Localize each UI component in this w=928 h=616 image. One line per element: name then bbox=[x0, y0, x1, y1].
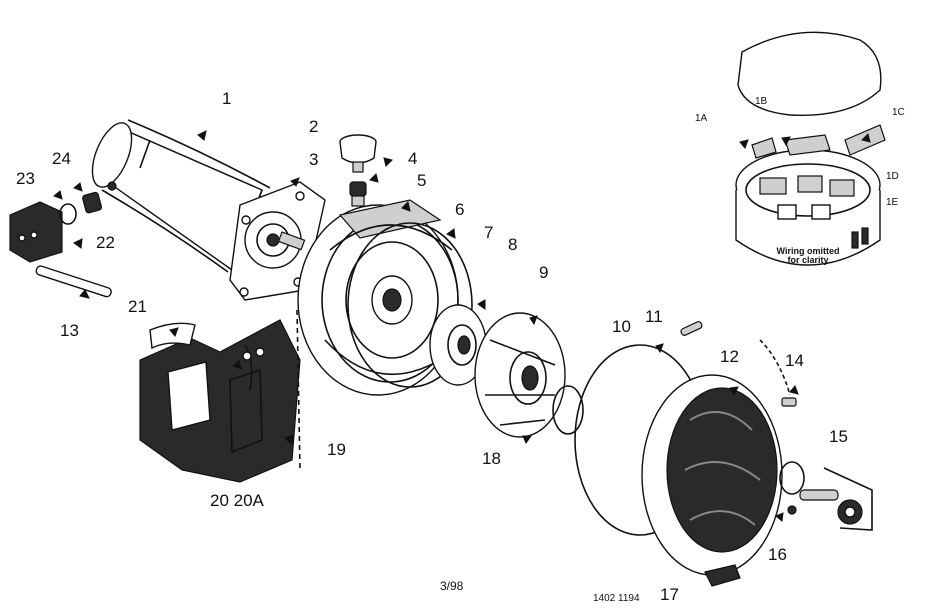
motor-base bbox=[139, 319, 301, 483]
part-label-1: 1 bbox=[222, 89, 232, 108]
part-label-7: 7 bbox=[484, 223, 494, 242]
gauge-fitting bbox=[349, 181, 367, 207]
part-label-4: 4 bbox=[408, 149, 418, 168]
part-label-10: 10 bbox=[612, 317, 631, 336]
part-label-17: 17 bbox=[660, 585, 679, 604]
diffuser-o-ring bbox=[552, 385, 584, 435]
part-label-15: 15 bbox=[829, 427, 848, 446]
part-label-22: 22 bbox=[96, 233, 115, 252]
part-label-20-20a: 20 20A bbox=[210, 491, 264, 510]
part-label-2: 2 bbox=[309, 117, 319, 136]
leader-arrows bbox=[53, 130, 871, 522]
pressure-gauge bbox=[339, 134, 377, 173]
screw-part bbox=[781, 397, 797, 407]
terminal-board-inset bbox=[735, 31, 886, 266]
conduit-fitting bbox=[82, 191, 103, 214]
box-o-ring bbox=[59, 203, 77, 225]
part-label-18: 18 bbox=[482, 449, 501, 468]
part-label-23: 23 bbox=[16, 169, 35, 188]
part-label-6: 6 bbox=[455, 200, 465, 219]
inset-note: Wiring omitted for clarity bbox=[758, 247, 858, 265]
pump-housing bbox=[297, 199, 459, 396]
inset-label-1c: 1C bbox=[892, 107, 905, 118]
part-label-16: 16 bbox=[768, 545, 787, 564]
part-label-9: 9 bbox=[539, 263, 549, 282]
part-label-5: 5 bbox=[417, 171, 427, 190]
pin-part bbox=[680, 321, 703, 336]
drawing-number: 1402 1194 bbox=[593, 593, 640, 604]
part-label-14: 14 bbox=[785, 351, 804, 370]
part-label-11: 11 bbox=[645, 307, 663, 326]
part-label-8: 8 bbox=[508, 235, 518, 254]
inset-label-1b: 1B bbox=[755, 96, 768, 107]
part-label-24: 24 bbox=[52, 149, 71, 168]
drain-plug bbox=[779, 461, 863, 525]
part-label-19: 19 bbox=[327, 440, 346, 459]
part-label-13: 13 bbox=[60, 321, 79, 340]
part-label-21: 21 bbox=[128, 297, 147, 316]
impeller bbox=[429, 304, 487, 386]
inset-label-1e: 1E bbox=[886, 197, 899, 208]
inset-label-1a: 1A bbox=[695, 113, 708, 124]
capacitor-box bbox=[9, 201, 63, 263]
inset-note-line1: Wiring omitted bbox=[776, 246, 840, 256]
wire-sleeve bbox=[35, 265, 112, 298]
date-code: 3/98 bbox=[440, 579, 464, 593]
housing-o-ring bbox=[347, 222, 473, 388]
fastener-clip bbox=[704, 564, 741, 587]
drain-washer bbox=[787, 505, 797, 515]
motor-part bbox=[91, 119, 271, 273]
seal-plate-cover bbox=[641, 374, 783, 576]
inset-label-1d: 1D bbox=[886, 171, 899, 182]
inset-note-line2: for clarity bbox=[787, 255, 829, 265]
part-label-3: 3 bbox=[309, 150, 319, 169]
base-bumpers bbox=[242, 347, 265, 361]
diffuser bbox=[474, 312, 566, 438]
part-label-12: 12 bbox=[720, 347, 739, 366]
